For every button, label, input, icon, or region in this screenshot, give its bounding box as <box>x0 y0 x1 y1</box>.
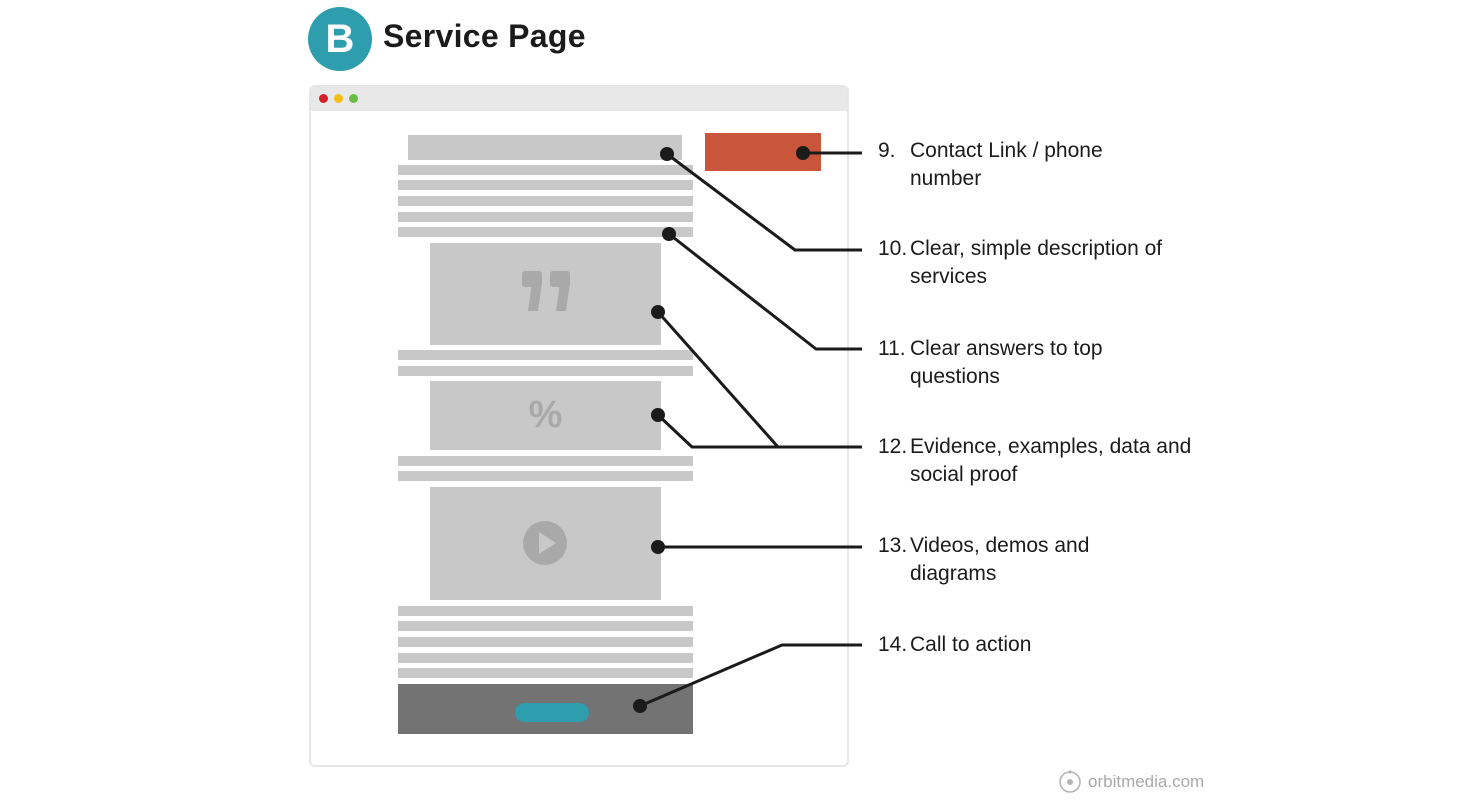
testimonial-placeholder <box>430 243 661 345</box>
leader-line-11 <box>668 232 862 351</box>
text-line <box>398 637 693 647</box>
leader-line-12a <box>656 311 780 448</box>
annotation-text: Clear, simple description of services <box>910 237 1163 288</box>
annotation-text: Videos, demos and diagrams <box>910 534 1090 585</box>
leader-line-10 <box>666 152 862 252</box>
brand-watermark: orbitmedia.com <box>1058 768 1204 796</box>
annotation-number: 14. <box>878 633 908 656</box>
text-line <box>398 180 693 190</box>
text-line <box>398 227 693 237</box>
text-line <box>398 350 693 360</box>
leader-line-12b <box>656 413 862 449</box>
annotation-text: Clear answers to top questions <box>910 337 1103 388</box>
text-line <box>398 165 693 175</box>
brand-name: orbitmedia.com <box>1088 772 1205 791</box>
text-line <box>398 653 693 663</box>
header-placeholder <box>408 135 682 160</box>
text-line <box>398 668 693 678</box>
section-badge: B <box>308 7 372 71</box>
marker-dot <box>660 147 674 161</box>
annotation-text: Evidence, examples, data and social proo… <box>910 435 1192 486</box>
text-line <box>398 471 693 481</box>
page-title: Service Page <box>383 18 586 54</box>
text-line <box>398 621 693 631</box>
annotation-text: Call to action <box>910 633 1032 656</box>
marker-dot <box>651 305 665 319</box>
marker-dot <box>633 699 647 713</box>
annotation-number: 11. <box>878 337 906 360</box>
orbit-logo-icon <box>1059 770 1081 793</box>
close-dot <box>319 94 328 103</box>
leader-line-14 <box>639 643 862 708</box>
text-line <box>398 366 693 376</box>
data-placeholder: % <box>430 381 661 450</box>
quote-icon <box>522 271 570 311</box>
annotation-text: Contact Link / phone number <box>910 139 1103 190</box>
text-line <box>398 212 693 222</box>
maximize-dot <box>349 94 358 103</box>
text-line <box>398 606 693 616</box>
video-placeholder <box>430 487 661 600</box>
play-icon <box>523 521 567 565</box>
annotation-number: 9. <box>878 139 896 162</box>
marker-dot <box>651 408 665 422</box>
marker-dot <box>796 146 810 160</box>
text-line <box>398 456 693 466</box>
browser-title-bar <box>311 87 847 111</box>
marker-dot <box>662 227 676 241</box>
annotation-number: 12. <box>878 435 908 458</box>
percent-icon: % <box>528 394 563 436</box>
annotation-number: 10. <box>878 237 908 260</box>
text-line <box>398 196 693 206</box>
marker-dot <box>651 540 665 554</box>
minimize-dot <box>334 94 343 103</box>
cta-button <box>515 703 589 722</box>
badge-letter: B <box>325 16 355 61</box>
annotation-number: 13. <box>878 534 908 557</box>
